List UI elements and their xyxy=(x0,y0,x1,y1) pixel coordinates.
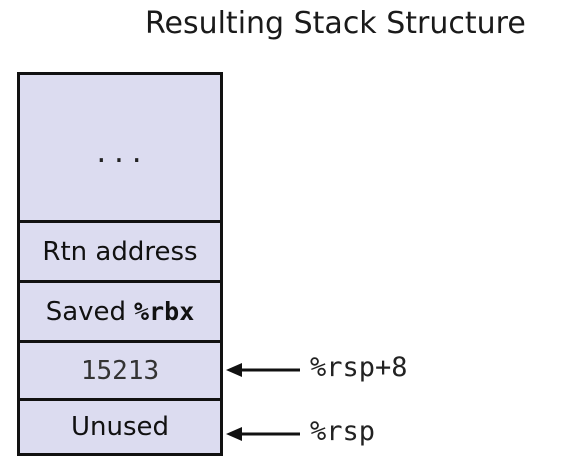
return-address-label: Rtn address xyxy=(42,236,198,267)
saved-register-label: %rbx xyxy=(134,297,195,326)
stack-cell-unused: Unused xyxy=(20,401,220,453)
stack-frame: ... Rtn address Saved%rbx 15213 Unused xyxy=(17,72,223,456)
diagram-title: Resulting Stack Structure xyxy=(145,6,526,41)
rsp-plus-8-arrow xyxy=(226,363,300,377)
ellipsis-text: ... xyxy=(93,138,147,169)
stack-cell-ellipsis: ... xyxy=(20,75,220,223)
stack-value-label: 15213 xyxy=(80,355,160,386)
unused-label: Unused xyxy=(70,412,170,442)
rsp-label: %rsp xyxy=(310,416,376,447)
rsp-arrow xyxy=(226,427,300,441)
rsp-plus-8-label: %rsp+8 xyxy=(310,352,408,383)
stack-cell-value: 15213 xyxy=(20,343,220,401)
stack-cell-return-address: Rtn address xyxy=(20,223,220,283)
stack-cell-saved-rbx: Saved%rbx xyxy=(20,283,220,343)
saved-label: Saved xyxy=(45,296,127,327)
